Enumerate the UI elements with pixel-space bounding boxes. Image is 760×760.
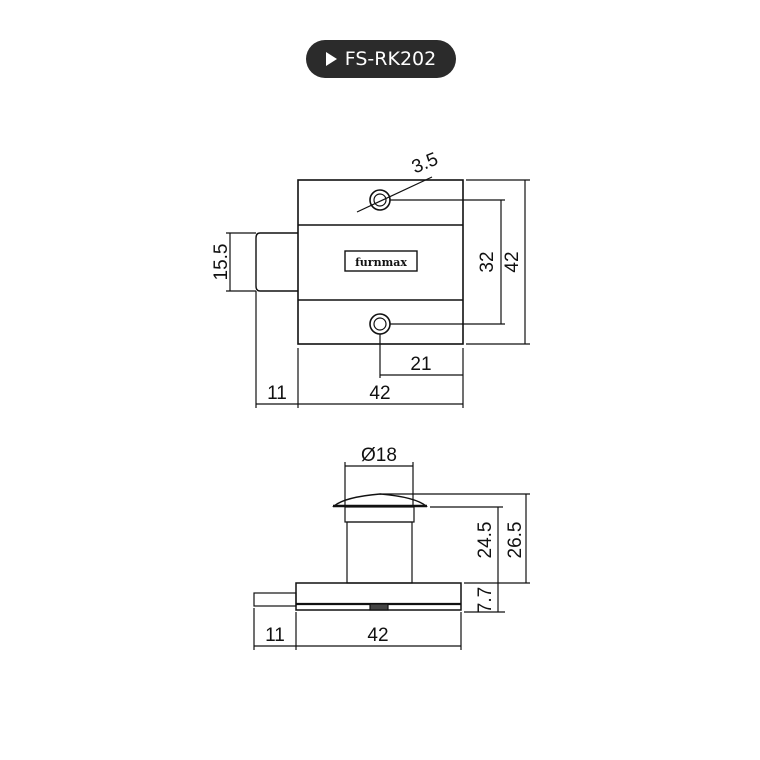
dim-width: 42 (369, 383, 390, 404)
dim-height: 42 (502, 251, 523, 272)
dim-side-width: 42 (367, 625, 388, 646)
model-badge: FS-RK202 (306, 40, 456, 78)
brand-logo: furnmax (355, 256, 407, 269)
dim-hole-offset: 21 (410, 354, 431, 375)
play-triangle-icon (325, 52, 337, 66)
dim-bolt-height: 15.5 (211, 244, 232, 281)
dim-body-thickness: 7.7 (475, 587, 496, 613)
dim-bolt-length: 11 (267, 383, 287, 404)
dim-cylinder-height: 24.5 (475, 522, 496, 559)
side-view (253, 462, 530, 650)
dim-hole-spacing: 32 (477, 251, 498, 272)
dim-total-height: 26.5 (505, 522, 526, 559)
dim-hole: 3.5 (409, 149, 441, 178)
model-label: FS-RK202 (344, 48, 437, 70)
dim-side-bolt-length: 11 (265, 625, 285, 646)
dim-diameter: Ø18 (361, 445, 397, 466)
front-view (226, 176, 530, 408)
